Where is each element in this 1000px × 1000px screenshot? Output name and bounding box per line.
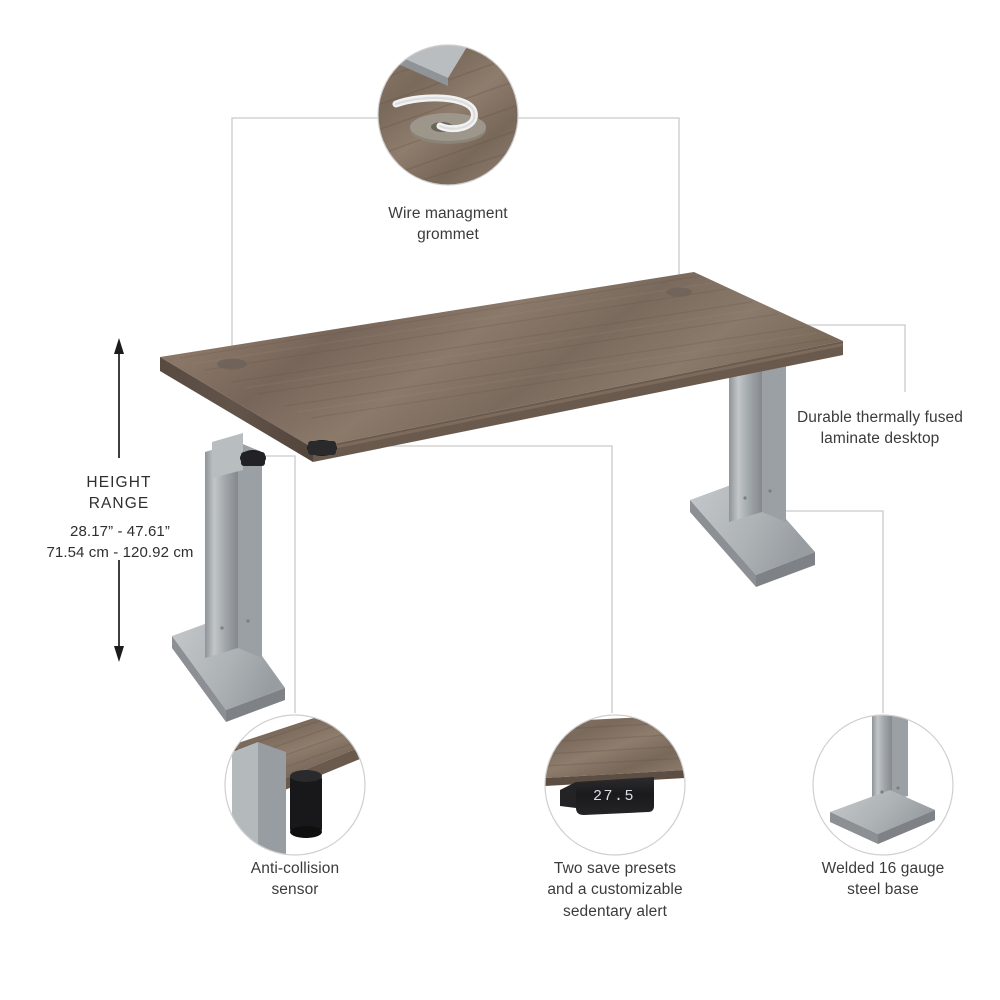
anti-collision-sensor-part [240,450,266,466]
callout-label-presets: Two save presets and a customizable sede… [547,860,683,920]
desk-leg-left [172,433,285,722]
steel-base-circle-icon [812,714,954,856]
control-panel-part [307,440,337,456]
callout-label-anti-collision: Anti-collision sensor [250,860,340,899]
height-range-title: HEIGHT RANGE [86,474,152,513]
desk-leg-right [690,330,815,587]
grommet-circle-icon [377,44,519,186]
control-display-value: 27.5 [593,788,635,805]
callout-label-steel-base: Welded 16 gauge steel base [821,860,945,899]
height-range-imperial: 28.17” - 47.61” [70,523,170,540]
height-range-metric: 71.54 cm - 120.92 cm [46,544,194,561]
sensor-circle-icon [224,714,366,856]
callout-label-grommet: Wire managment grommet [388,205,508,244]
desk-illustration [160,272,843,722]
callout-label-laminate: Durable thermally fused laminate desktop [797,409,963,448]
height-range-arrow [114,338,124,662]
control-panel-circle-icon: 27.5 [544,714,686,856]
